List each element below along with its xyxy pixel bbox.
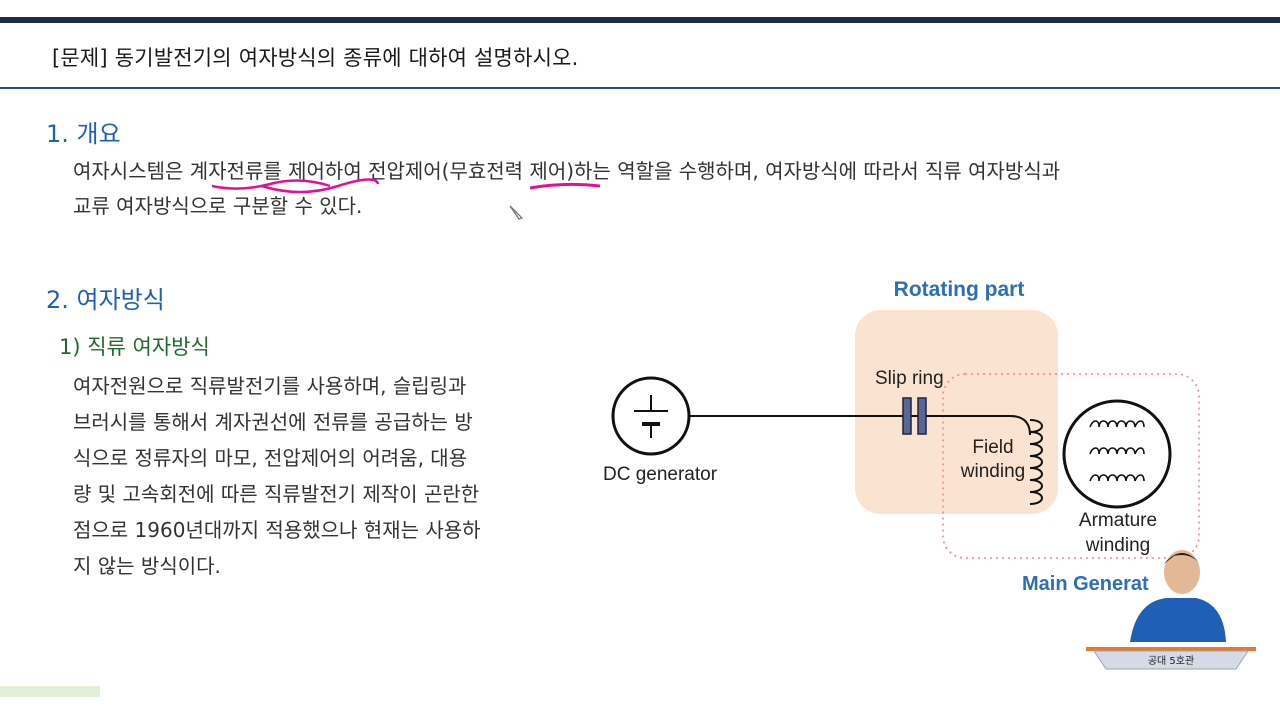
section-1-title: 1. 개요 [46, 120, 121, 148]
overview-paragraph: 여자시스템은 계자전류를 제어하여 전압제어(무효전력 제어)하는 역할을 수행… [73, 154, 1060, 224]
slip-ring-icon [902, 397, 912, 435]
overview-line-2: 교류 여자방식으로 구분할 수 있다. [73, 194, 363, 218]
rotating-part-box [855, 310, 1058, 514]
armature-coil-mid [1089, 447, 1145, 455]
slip-ring-icon [917, 397, 927, 435]
overview-line-1: 여자시스템은 계자전류를 제어하여 전압제어(무효전력 제어)하는 역할을 수행… [73, 159, 1061, 183]
underline-control [261, 178, 380, 194]
caption-accent [1086, 647, 1256, 651]
armature-coil-top [1089, 420, 1145, 428]
page-title: [문제] 동기발전기의 여자방식의 종류에 대하여 설명하시오. [52, 46, 579, 70]
slip-ring-label: Slip ring [875, 368, 944, 389]
dc-line-4: 량 및 고속회전에 따른 직류발전기 제작이 곤란한 [73, 482, 480, 506]
pen-cursor-icon [509, 205, 524, 220]
field-winding-label-1: Field [972, 437, 1013, 458]
main-generator-label: Main Generat [1022, 573, 1149, 595]
dc-line-2: 브러시를 통해서 계자권선에 전류를 공급하는 방 [73, 410, 473, 434]
armature-label-2: winding [1085, 535, 1150, 556]
dc-line-1: 여자전원으로 직류발전기를 사용하며, 슬립링과 [73, 374, 467, 398]
presenter-shirt [1130, 598, 1226, 642]
presenter-caption: 공대 5호관 [1148, 655, 1194, 667]
underline-reactive-power [529, 182, 601, 190]
presenter-face [1164, 550, 1200, 594]
armature-coil-bottom [1089, 474, 1145, 482]
excitation-diagram: Rotating part Main Generat DC generator … [603, 278, 1200, 595]
slide-progress-bar [0, 686, 100, 697]
field-winding-coil-icon [1029, 419, 1043, 505]
dc-generator-icon [611, 376, 691, 456]
dc-line-5: 점으로 1960년대까지 적용했으나 현재는 사용하 [73, 518, 481, 542]
dc-excitation-paragraph: 여자전원으로 직류발전기를 사용하며, 슬립링과 브러시를 통해서 계자권선에 … [73, 368, 563, 584]
armature-label-1: Armature [1079, 510, 1157, 531]
dc-generator-label: DC generator [603, 464, 718, 485]
caption-plate [1093, 650, 1249, 670]
rotating-part-label: Rotating part [894, 278, 1025, 301]
top-rule [0, 17, 1280, 23]
presenter-video: 공대 5호관 [1086, 550, 1256, 670]
dc-line-6: 지 않는 방식이다. [73, 554, 221, 578]
header-bar: [문제] 동기발전기의 여자방식의 종류에 대하여 설명하시오. [0, 23, 1280, 89]
section-2-title: 2. 여자방식 [46, 286, 165, 314]
presenter-hair [1164, 553, 1200, 564]
dc-line-3: 식으로 정류자의 마모, 전압제어의 어려움, 대용 [73, 446, 468, 470]
underline-field-current [211, 179, 331, 190]
wire-bend [1009, 415, 1031, 436]
subsection-dc-title: 1) 직류 여자방식 [59, 335, 210, 359]
field-winding-label-2: winding [960, 461, 1025, 482]
